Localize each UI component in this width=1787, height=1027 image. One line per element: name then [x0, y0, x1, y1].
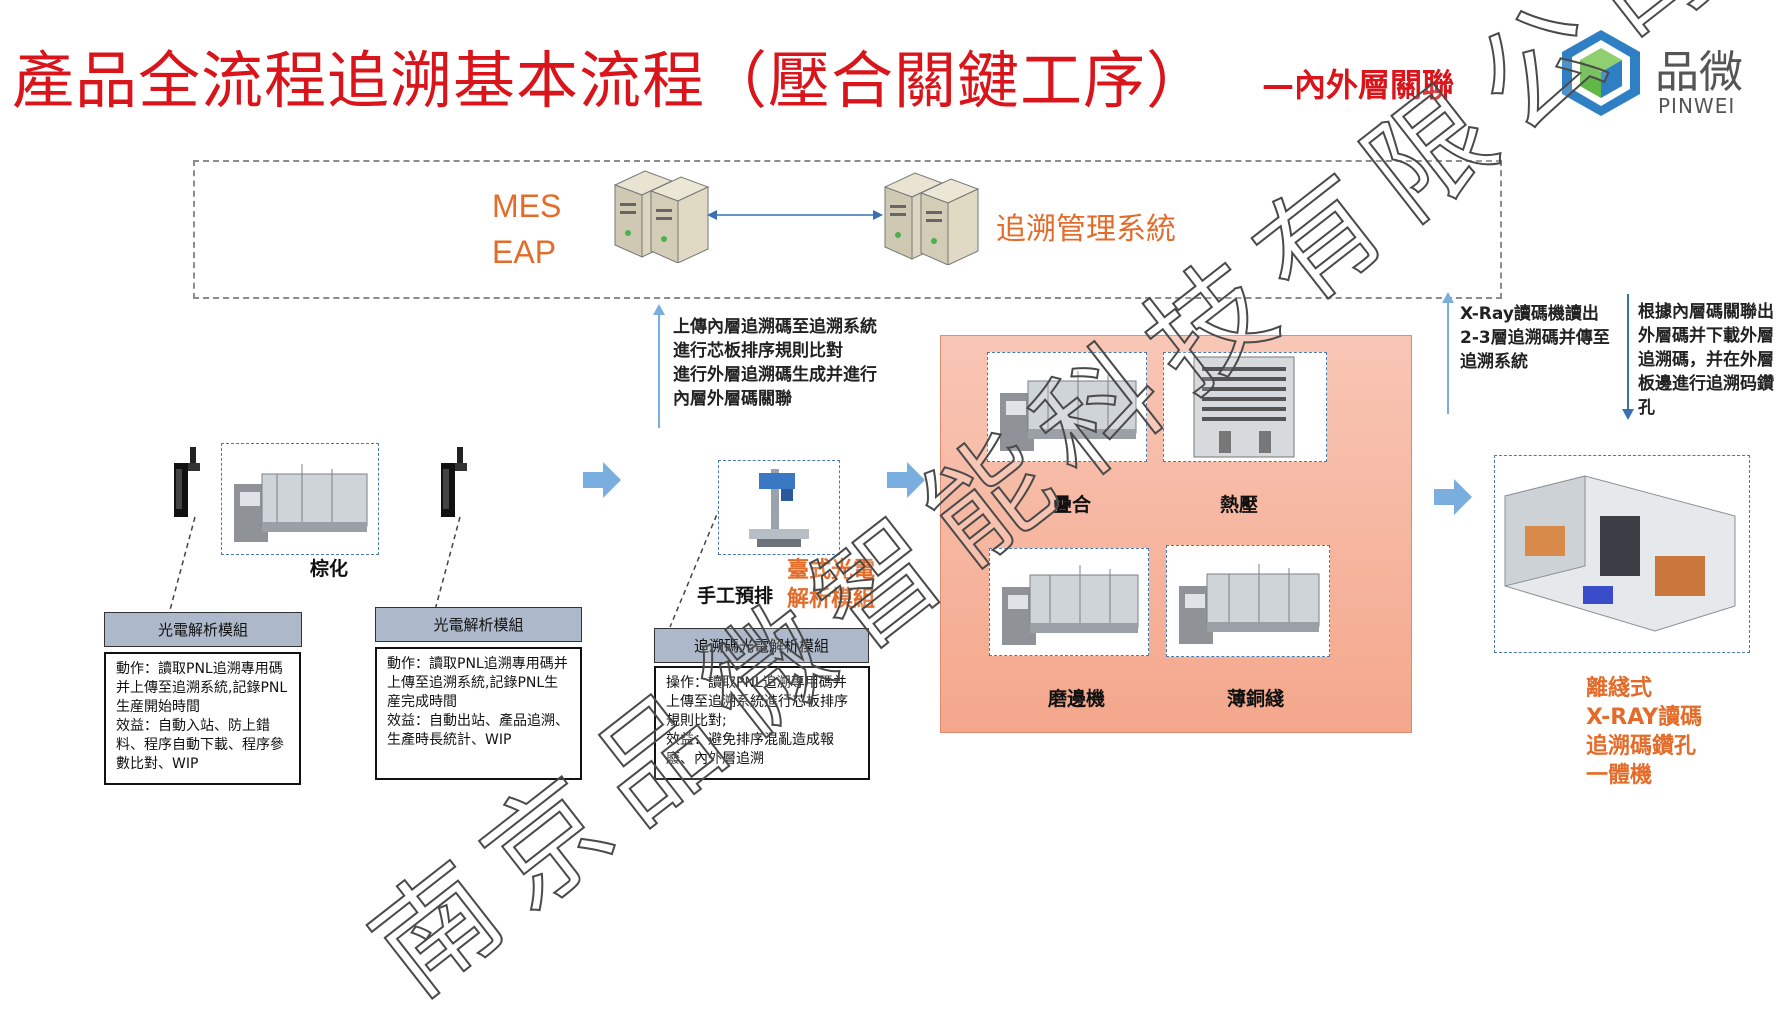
page-subtitle: —內外層關聯: [1262, 66, 1455, 104]
pinwei-logo-icon: [1562, 30, 1640, 116]
browning-label: 棕化: [310, 558, 349, 580]
system-layer-box: [193, 160, 1502, 299]
module-header: 追溯碼光電解析模組: [654, 628, 869, 663]
logo-subtext: PINWEI: [1658, 94, 1736, 118]
scanner-icon: [441, 447, 467, 517]
hot-press-machine-image: [1163, 352, 1327, 462]
machine-icon: [1000, 371, 1137, 451]
xray-machine-image: [1494, 455, 1750, 653]
xray-machine-label: 離綫式 X-RAY讀碼 追溯碼鑽孔 一體機: [1586, 676, 1703, 788]
desktop-module-image: [718, 460, 840, 555]
mes-label: MES: [492, 188, 562, 224]
eap-label: EAP: [492, 234, 557, 270]
scanner-icon: [174, 447, 200, 517]
machine-icon: [1179, 564, 1320, 644]
upload-arrow-icon: [653, 304, 665, 428]
xray-up-arrow-icon: [1442, 292, 1454, 414]
edge-grinder-machine-image: [989, 548, 1149, 656]
stack-label: 疊合: [1053, 494, 1092, 516]
drill-down-arrow-icon: [1622, 294, 1634, 420]
flow-arrow-icon: [583, 462, 621, 498]
xray-note: X-Ray讀碼機讀出2-3層追溯碼并傳至追溯系統: [1460, 304, 1610, 372]
mes-server-icon: [613, 170, 710, 263]
module-body: 動作：讀取PNL追溯專用碼并上傳至追溯系統,記錄PNL生産完成時間 效益：自動出…: [375, 647, 582, 780]
module-header: 光電解析模組: [375, 607, 582, 642]
stack-machine-image: [987, 352, 1147, 462]
manual-layup-label: 手工預排: [697, 585, 774, 607]
flow-arrow-icon: [887, 462, 925, 498]
module-body: 操作：讀取PNL追溯專用碼并上傳至追溯系統進行芯板排序規則比對; 效益：避免排序…: [654, 666, 870, 780]
edge-grinder-label: 磨邊機: [1048, 688, 1106, 710]
module-body: 動作：讀取PNL追溯專用碼并上傳至追溯系統,記錄PNL生産開始時間 效益：自動入…: [104, 652, 301, 785]
trace-system-label: 追溯管理系統: [996, 212, 1176, 247]
flow-arrow-icon: [1434, 479, 1472, 515]
machine-icon: [1002, 565, 1139, 645]
machine-icon: [234, 464, 368, 542]
xray-machine-icon: [1504, 475, 1736, 632]
connector-line: [669, 506, 721, 628]
hot-press-label: 熱壓: [1220, 494, 1259, 516]
module-header: 光電解析模組: [104, 612, 302, 647]
copper-line-machine-image: [1166, 545, 1330, 657]
browning-machine-image: [221, 443, 379, 555]
bidirectional-arrow-icon: [707, 210, 883, 220]
desktop-module-label: 臺式光電解析模組: [787, 558, 876, 612]
upload-note: 上傳內層追溯碼至追溯系統進行芯板排序規則比對 進行外層追溯碼生成并進行內層外層碼…: [673, 317, 877, 409]
logo-text: 品微: [1655, 47, 1743, 98]
press-icon: [1193, 356, 1295, 458]
connector-line: [169, 516, 196, 611]
trace-server-icon: [883, 172, 980, 265]
laser-marker-icon: [749, 469, 809, 547]
copper-line-label: 薄銅綫: [1227, 688, 1285, 710]
connector-line: [434, 516, 461, 611]
drill-note: 根據內層碼關聯出外層碼并下載外層追溯碼，并在外層板邊進行追溯码鑽孔: [1638, 302, 1774, 418]
page-title: 產品全流程追溯基本流程（壓合關鍵工序）: [12, 44, 1210, 117]
